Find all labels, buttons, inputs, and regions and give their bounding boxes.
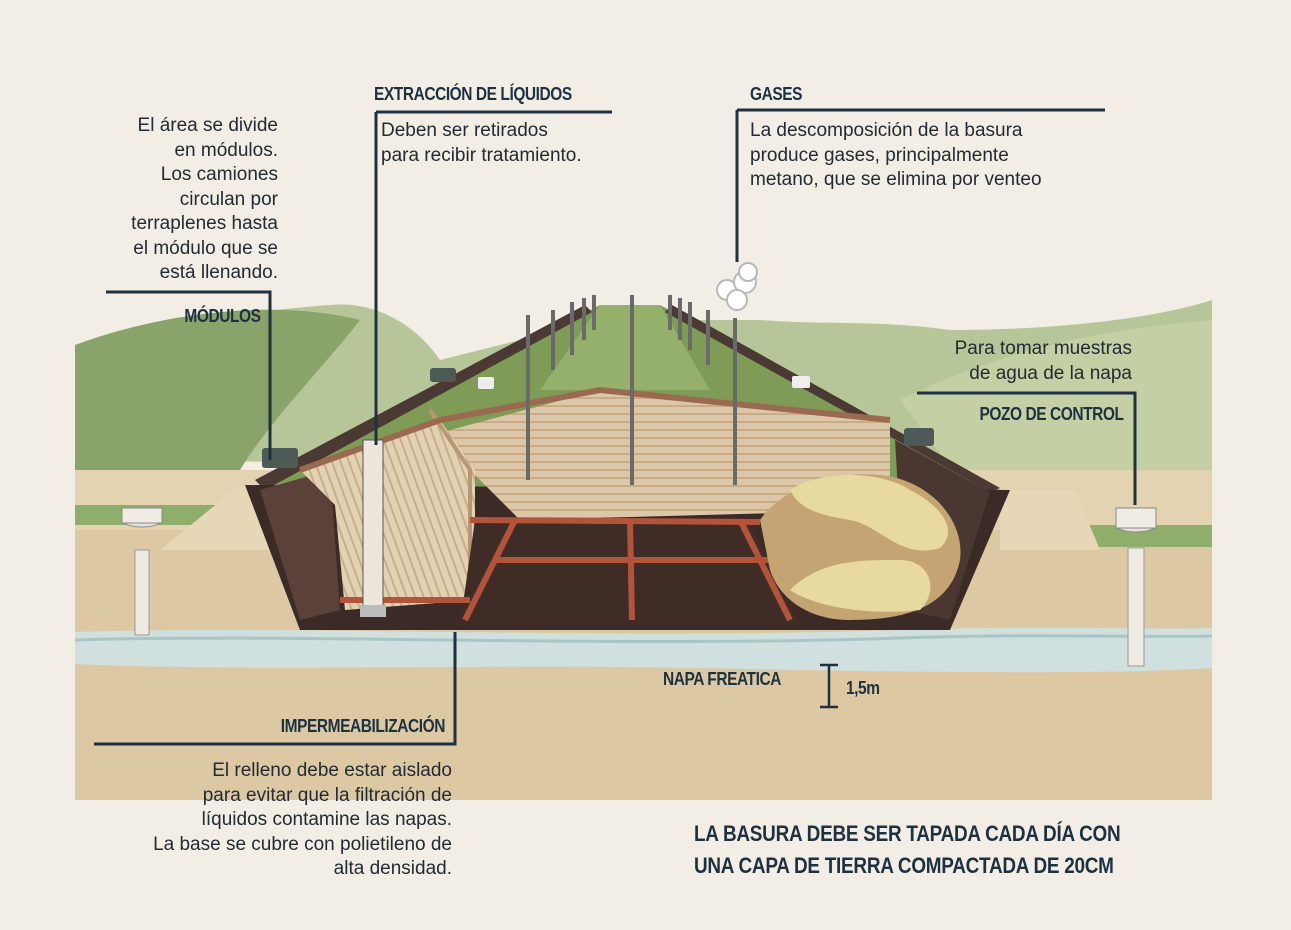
gases-line: La descomposición de la basura xyxy=(750,120,1023,141)
embankment-right xyxy=(1000,490,1100,550)
gases-line: produce gases, principalmente xyxy=(750,144,1009,166)
modulos-line: circulan por xyxy=(179,188,278,210)
impermeabilizacion-line: líquidos contamine las napas. xyxy=(201,809,452,830)
waste-layers-left-block xyxy=(300,420,475,610)
control-well-right xyxy=(1115,507,1157,667)
cell-dividers xyxy=(462,517,793,622)
extraccion-line: para recibir tratamiento. xyxy=(381,144,582,166)
modulos-line: Los camiones xyxy=(160,164,278,185)
napa-depth-label: 1,5m xyxy=(846,678,880,698)
pozo-description: Para tomar muestras de agua de la napa xyxy=(900,337,1132,386)
access-road-left xyxy=(255,305,592,490)
leachate-pipe xyxy=(360,439,386,617)
impermeabilizacion-line: La base se cubre con polietileno de xyxy=(153,833,452,855)
pit-wall-left xyxy=(260,470,340,620)
ground-grass-right xyxy=(1090,525,1212,547)
gases-description: La descomposición de la basura produce g… xyxy=(750,119,1042,193)
gases-line: metano, que se elimina por venteo xyxy=(750,169,1042,190)
impermeabilizacion-title: IMPERMEABILIZACIÓN xyxy=(280,716,446,736)
callout-lines xyxy=(94,108,1137,746)
extraccion-line: Deben ser retirados xyxy=(381,120,548,141)
footer-line: UNA CAPA DE TIERRA COMPACTADA DE 20CM xyxy=(694,853,1114,878)
impermeabilizacion-line: para evitar que la filtración de xyxy=(202,784,452,806)
modulos-line: El área se divide xyxy=(137,115,278,136)
footer-line: LA BASURA DEBE SER TAPADA CADA DÍA CON xyxy=(694,821,1121,846)
extraccion-description: Deben ser retirados para recibir tratami… xyxy=(381,119,582,168)
gas-vents xyxy=(526,295,737,485)
modulos-line: el módulo que se xyxy=(133,237,278,259)
modulos-description: El área se divide en módulos. Los camion… xyxy=(96,114,278,286)
impermeabilizacion-line: El relleno debe estar aislado xyxy=(212,760,452,781)
pozo-title: POZO DE CONTROL xyxy=(978,404,1123,424)
modulos-line: terraplenes hasta xyxy=(131,213,278,234)
pozo-line: Para tomar muestras xyxy=(954,338,1132,359)
extraccion-title: EXTRACCIÓN DE LÍQUIDOS xyxy=(374,84,572,104)
impermeabilizacion-line: alta densidad. xyxy=(333,858,452,879)
pozo-line: de agua de la napa xyxy=(969,362,1132,384)
left-hill xyxy=(75,309,360,470)
impermeabilizacion-description: El relleno debe estar aislado para evita… xyxy=(90,759,452,882)
depth-marker-icon xyxy=(820,663,838,709)
modulos-line: en módulos. xyxy=(174,139,278,161)
footer-note: LA BASURA DEBE SER TAPADA CADA DÍA CON U… xyxy=(694,818,1121,882)
gas-cloud-icon xyxy=(716,262,758,311)
control-well-left xyxy=(121,507,163,636)
gases-title: GASES xyxy=(750,84,803,104)
waste-layers-back xyxy=(300,390,890,520)
napa-freatica-label: NAPA FREATICA xyxy=(663,669,781,689)
modulos-title: MÓDULOS xyxy=(183,306,261,326)
modulos-line: está llenando. xyxy=(159,262,278,283)
